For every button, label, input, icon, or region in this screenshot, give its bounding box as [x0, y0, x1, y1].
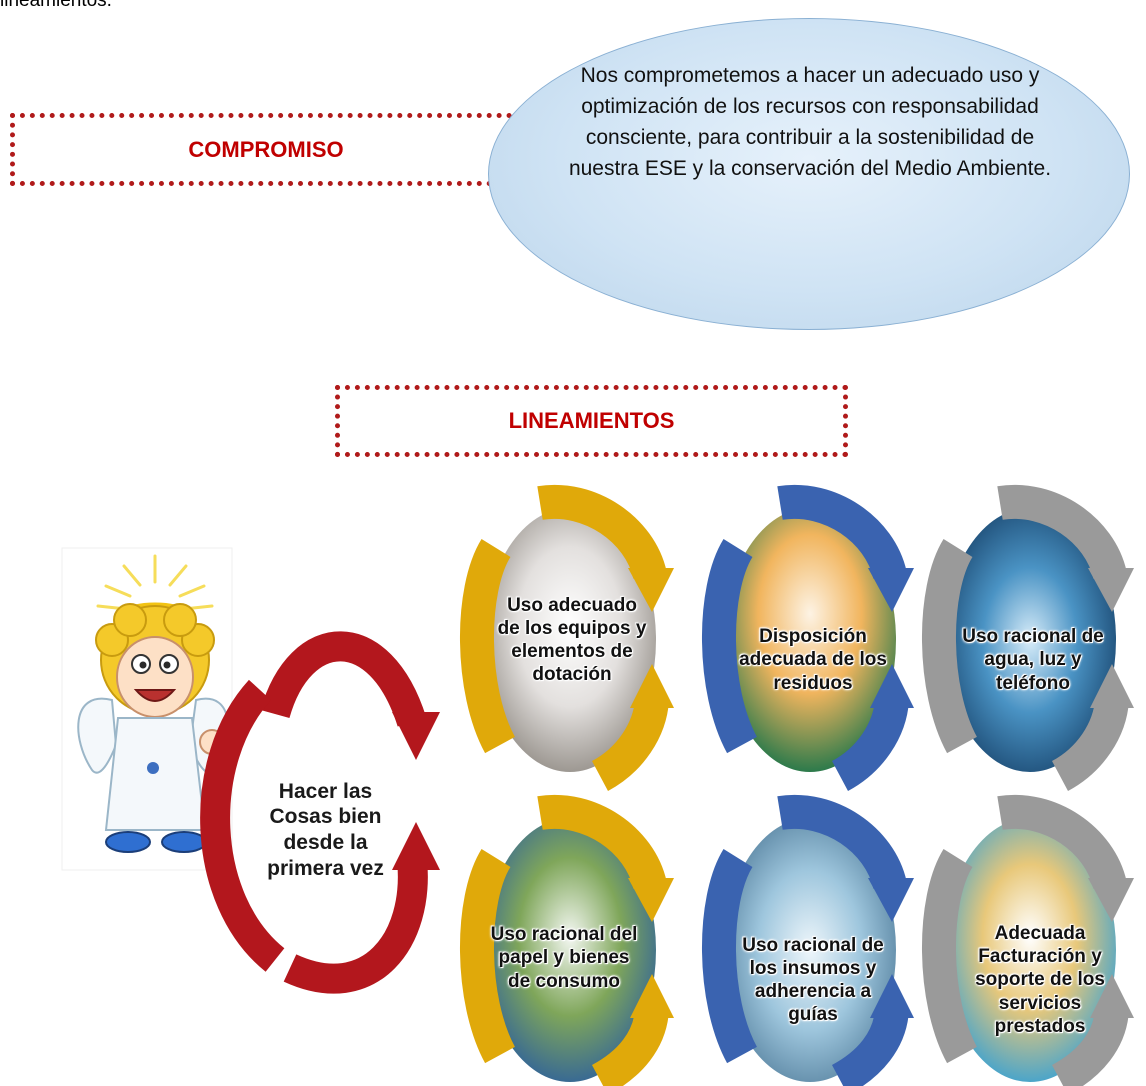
cut-off-text: lineamientos. [0, 0, 112, 11]
item-label-papel: Uso racional del papel y bienes de consu… [490, 924, 638, 992]
item-label-equipos: Uso adecuado de los equipos y elementos … [497, 594, 647, 686]
center-label: Hacer las Cosas bien desde la primera ve… [267, 779, 384, 880]
compromiso-statement: Nos comprometemos a hacer un adecuado us… [568, 64, 1052, 180]
cycle-insumos [701, 794, 914, 1086]
cycle-equipos [459, 484, 674, 791]
center-cycle [200, 631, 440, 994]
cycle-papel [459, 794, 674, 1086]
item-label-facturacion: Adecuada Facturación y soporte de los se… [975, 923, 1105, 1037]
item-label-agua-luz-telefono: Uso racional de agua, luz y teléfono [962, 626, 1104, 694]
cycle-facturacion [921, 794, 1134, 1086]
item-label-residuos: Disposición adecuada de los residuos [739, 626, 887, 694]
compromiso-ellipse [488, 18, 1130, 330]
item-label-insumos: Uso racional de los insumos y adherencia… [742, 934, 884, 1026]
lineamientos-title-box: LINEAMIENTOS [335, 385, 848, 457]
cycle-residuos [701, 484, 914, 791]
lineamientos-title: LINEAMIENTOS [508, 408, 675, 433]
cycle-agua-luz-telefono [921, 484, 1134, 791]
compromiso-title: COMPROMISO [188, 136, 344, 162]
